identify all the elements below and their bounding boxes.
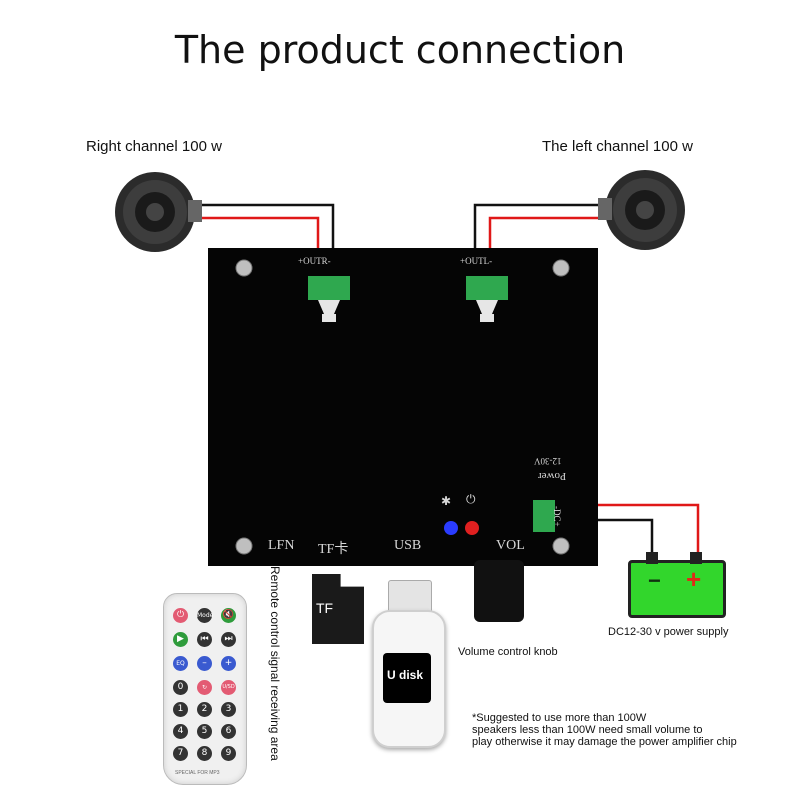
remote-play-button[interactable]: ▶ <box>173 632 188 647</box>
power-supply-label: DC12-30 v power supply <box>608 626 729 638</box>
power-label: Power <box>538 470 567 482</box>
remote-plus-button[interactable]: + <box>221 656 236 671</box>
remote-key-1[interactable]: 1 <box>173 702 188 717</box>
ir-remote: ⏻ Mode 🔇 ▶ ⏮ ⏭ EQ – + 0 ↻ U/SD 1 2 3 4 5… <box>163 593 247 785</box>
page-title: The product connection <box>174 28 626 72</box>
warning-note: *Suggested to use more than 100W speaker… <box>472 712 737 748</box>
remote-mute-button[interactable]: 🔇 <box>221 608 236 623</box>
note-line-2: speakers less than 100W need small volum… <box>472 724 703 736</box>
remote-key-8[interactable]: 8 <box>197 746 212 761</box>
bluetooth-icon: ✱ <box>441 494 452 508</box>
remote-area-label: Remote control signal receiving area <box>268 566 282 761</box>
remote-key-7[interactable]: 7 <box>173 746 188 761</box>
remote-mode-button[interactable]: Mode <box>197 608 213 623</box>
battery-icon <box>628 560 726 618</box>
remote-eq-button[interactable]: EQ <box>173 656 188 671</box>
remote-minus-button[interactable]: – <box>197 656 212 671</box>
left-output-label: +OUTL- <box>460 256 493 266</box>
remote-key-9[interactable]: 9 <box>221 746 236 761</box>
battery-terminals <box>646 552 702 564</box>
u-disk-face <box>383 653 431 703</box>
volume-knob-label: Volume control knob <box>458 646 558 658</box>
remote-prev-button[interactable]: ⏮ <box>197 632 212 647</box>
remote-power-button[interactable]: ⏻ <box>173 608 188 623</box>
right-output-label: +OUTR- <box>298 256 331 266</box>
remote-key-2[interactable]: 2 <box>197 702 212 717</box>
power-icon: ⏻ <box>466 492 476 506</box>
silk-usb: USB <box>394 538 422 553</box>
remote-next-button[interactable]: ⏭ <box>221 632 236 647</box>
remote-key-6[interactable]: 6 <box>221 724 236 739</box>
remote-usd-button[interactable]: U/SD <box>221 680 236 695</box>
remote-caption: SPECIAL FOR MP3 <box>175 770 220 776</box>
dc-input-label: -DC+ <box>552 506 562 527</box>
battery-minus-label: − <box>648 568 661 593</box>
silk-lfn: LFN <box>268 538 295 553</box>
u-disk-label: U disk <box>387 668 424 682</box>
power-range-label: 12-30V <box>534 456 562 466</box>
note-line-3: play otherwise it may damage the power a… <box>472 736 737 748</box>
note-line-1: *Suggested to use more than 100W <box>472 712 647 724</box>
battery-plus-label: + <box>686 564 702 594</box>
silk-vol: VOL <box>496 538 525 553</box>
amplifier-board: +OUTR- +OUTL- Power 12-30V -DC+ ✱ ⏻ LFN … <box>208 248 598 566</box>
right-speaker-icon <box>115 172 202 252</box>
left-speaker-icon <box>598 170 685 250</box>
remote-repeat-button[interactable]: ↻ <box>197 680 212 695</box>
tf-card-label: TF <box>316 600 334 616</box>
remote-key-4[interactable]: 4 <box>173 724 188 739</box>
remote-key-3[interactable]: 3 <box>221 702 236 717</box>
remote-key-0[interactable]: 0 <box>173 680 188 695</box>
volume-knob[interactable] <box>474 560 524 622</box>
right-channel-label: Right channel 100 w <box>86 138 222 155</box>
remote-key-5[interactable]: 5 <box>197 724 212 739</box>
silk-tf: TF卡 <box>318 542 349 557</box>
left-channel-label: The left channel 100 w <box>542 138 693 155</box>
